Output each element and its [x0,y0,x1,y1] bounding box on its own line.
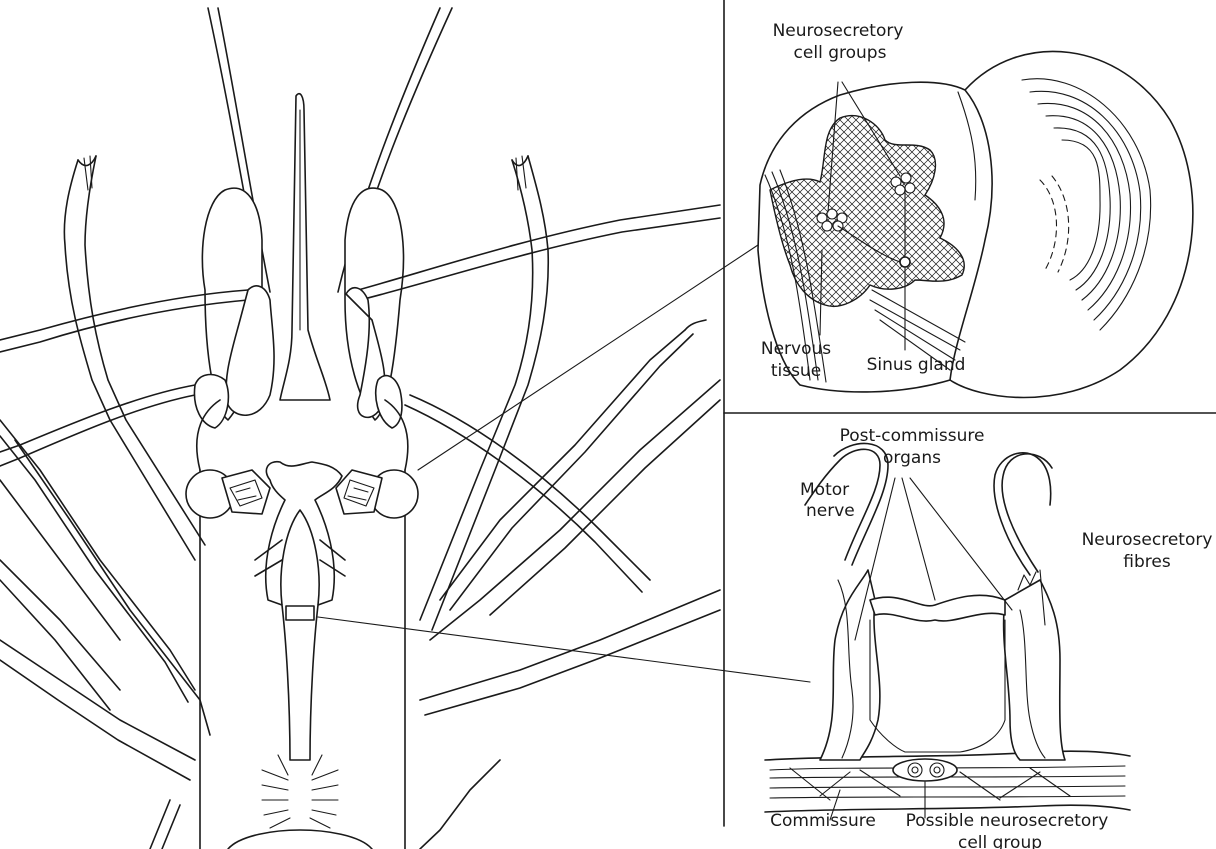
label-post-commissure-1: Post-commissure [840,426,985,446]
leader-line-eyestalk [418,245,758,470]
label-possible-group-1: Possible neurosecretory [906,811,1109,831]
rostrum [280,94,330,400]
label-post-commissure-2: organs [883,448,941,468]
left-second-flagellum [0,385,195,452]
label-sinus-gland: Sinus gland [867,355,966,375]
label-nervous-tissue-1: Nervous [761,339,831,359]
label-neurosecretory-fibres-2: fibres [1123,552,1171,572]
right-second-flagellum-inner [405,405,642,592]
sinus-gland [900,257,910,267]
possible-cell-group [893,759,957,781]
right-post-commissure-organ [1004,580,1065,760]
label-commissure: Commissure [770,811,876,831]
label-nervous-tissue-2: tissue [771,361,821,381]
left-basal-lobe [194,375,228,428]
label-possible-group-2: cell group [958,833,1042,849]
left-walking-legs [0,156,210,849]
right-flagellum [358,205,720,290]
right-motor-nerve [994,453,1051,575]
right-flagellum-inner [360,218,720,300]
label-neurosecretory-cell-groups-2: cell groups [794,43,887,63]
label-motor-nerve-2: nerve [806,501,855,521]
label-neurosecretory-cell-groups-1: Neurosecretory [773,21,904,41]
central-stalk [282,605,318,760]
label-motor-nerve-1: Motor [800,480,849,500]
shrimp-head-drawing [0,8,720,849]
right-second-flagellum [410,395,650,580]
body-lower-edge [228,830,372,849]
mouthpart-spines [262,755,338,828]
right-eyestalk [336,470,418,518]
connecting-loop [870,595,1005,621]
supraoesophageal-ganglion [266,462,342,605]
label-neurosecretory-fibres-1: Neurosecretory [1082,530,1213,550]
left-eyestalk [186,470,270,518]
